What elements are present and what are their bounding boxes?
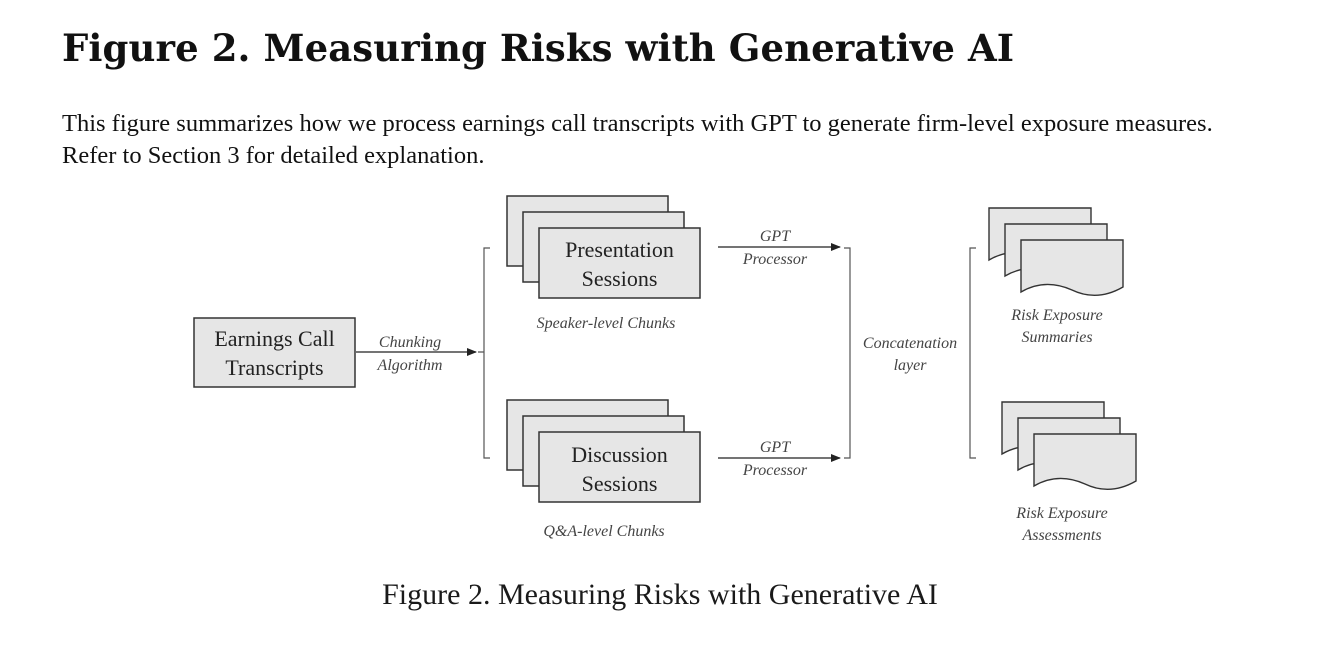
chunking-arrow: Chunking Algorithm [356,334,477,374]
assessments-label-line2: Assessments [1021,527,1101,544]
split-bracket [478,247,490,459]
gpt-top-label-line1: GPT [760,228,791,245]
concatenation-label-line2: layer [894,357,928,374]
presentation-label-line2: Sessions [582,266,658,291]
summaries-label-line1: Risk Exposure [1010,307,1102,324]
concatenation-label-line1: Concatenation [863,335,957,352]
figure-title: Figure 2. Measuring Risks with Generativ… [62,26,1015,70]
qa-level-chunks-label: Q&A-level Chunks [543,523,664,540]
output-bracket [969,247,976,459]
discussion-label-line1: Discussion [571,442,668,467]
chunking-label-line1: Chunking [379,334,441,351]
chunking-label-line2: Algorithm [377,357,443,374]
speaker-level-chunks-label: Speaker-level Chunks [537,315,676,332]
presentation-label-line1: Presentation [565,237,674,262]
risk-exposure-summaries-stack [988,207,1124,296]
gpt-processor-arrow-bottom: GPT Processor [718,439,841,479]
figure-description: This figure summarizes how we process ea… [62,110,1213,169]
discussion-sessions-stack: Discussion Sessions [506,399,701,503]
presentation-sessions-stack: Presentation Sessions [506,195,701,299]
earnings-call-transcripts-box: Earnings Call Transcripts [193,317,356,388]
summaries-label-line2: Summaries [1021,329,1092,346]
gpt-bottom-label-line2: Processor [742,462,808,479]
merge-bracket [844,247,851,459]
discussion-label-line2: Sessions [582,471,658,496]
figure-caption: Figure 2. Measuring Risks with Generativ… [382,578,938,611]
risk-exposure-assessments-stack [1001,401,1137,490]
input-label-line1: Earnings Call [214,326,334,351]
gpt-top-label-line2: Processor [742,251,808,268]
input-label-line2: Transcripts [225,355,323,380]
gpt-processor-arrow-top: GPT Processor [718,228,841,268]
assessments-label-line1: Risk Exposure [1015,505,1107,522]
gpt-bottom-label-line1: GPT [760,439,791,456]
